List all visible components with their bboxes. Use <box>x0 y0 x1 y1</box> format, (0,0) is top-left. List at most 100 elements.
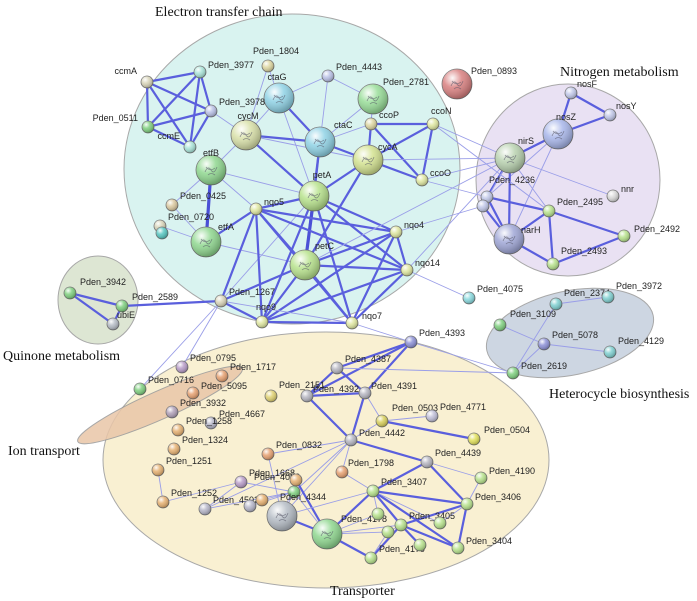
node-T_rmid[interactable] <box>413 538 427 552</box>
node-T_mid[interactable] <box>371 507 385 521</box>
node-nosY[interactable]: nosY <box>603 101 637 122</box>
node-label: Pden_1668 <box>249 468 295 478</box>
edge-Pden_0503-Pden_0504 <box>380 419 476 441</box>
node-ubiE[interactable]: ubiE <box>106 310 135 331</box>
node-Pden_0504[interactable]: Pden_0504 <box>467 425 530 446</box>
node-Pden_2589[interactable]: Pden_2589 <box>115 292 178 313</box>
node-Pden_5095[interactable]: Pden_5095 <box>186 381 247 400</box>
edge-Pden_2495-Pden_2492 <box>547 209 626 238</box>
edge-Pden_4393-Pden_4391 <box>363 340 413 395</box>
node-nosF[interactable]: nosF <box>564 79 598 100</box>
node-Pden_5078[interactable]: Pden_5078 <box>537 330 598 351</box>
node-nnr[interactable]: nnr <box>606 184 634 203</box>
node-nirS[interactable]: nirS <box>494 136 534 174</box>
node-label: Pden_2619 <box>521 361 567 371</box>
node-ccmA[interactable]: ccmA <box>115 66 154 89</box>
node-ctaG[interactable]: ctaG <box>263 72 295 114</box>
node-T_low[interactable] <box>381 525 395 539</box>
node-Pden_3406[interactable]: Pden_3406 <box>460 492 521 511</box>
node-Pden_4066[interactable]: Pden_4066 <box>254 472 301 499</box>
node-Pden_0716[interactable]: Pden_0716 <box>133 375 194 396</box>
node-Pden_2374[interactable]: Pden_2374 <box>549 288 610 311</box>
node-Pden_2493[interactable]: Pden_2493 <box>546 246 607 271</box>
node-nqo5[interactable]: nqo5 <box>249 197 284 216</box>
protein-structure-icon <box>366 95 380 105</box>
node-nqo9[interactable]: nqo9 <box>255 302 276 329</box>
node-T_orange[interactable] <box>289 473 303 487</box>
node-cycA[interactable]: cycA <box>352 142 398 176</box>
edge-Pden_4392-Pden_4442 <box>305 394 353 442</box>
node-Pden_1717[interactable]: Pden_1717 <box>215 362 276 383</box>
node-Pden_4129[interactable]: Pden_4129 <box>603 336 664 359</box>
node-Pden_3109[interactable]: Pden_3109 <box>493 309 556 332</box>
node-ccoO[interactable]: ccoO <box>415 168 451 187</box>
node-etfB[interactable]: etfB <box>195 148 227 186</box>
node-Pden_3405[interactable]: Pden_3405 <box>394 511 455 532</box>
node-ccoN[interactable]: ccoN <box>426 106 452 131</box>
node-Pden_2619[interactable]: Pden_2619 <box>506 361 567 380</box>
node-teal_dot[interactable] <box>155 226 169 240</box>
node-Pden_3404[interactable]: Pden_3404 <box>451 536 512 555</box>
node-Pden_4393[interactable]: Pden_4393 <box>404 328 465 349</box>
node-Pden_1668[interactable]: Pden_1668 <box>234 468 295 489</box>
cluster-electron-transfer-chain <box>123 13 461 325</box>
node-nqo7[interactable]: nqo7 <box>345 311 382 330</box>
node-Pden_4667[interactable]: Pden_4667 <box>204 409 265 430</box>
node-ccoP[interactable]: ccoP <box>364 110 399 131</box>
node-label: ccmE <box>158 131 181 141</box>
node-Pden_1324[interactable]: Pden_1324 <box>167 435 228 456</box>
node-Pden_4178[interactable]: Pden_4178 <box>311 514 387 550</box>
node-nqo4[interactable]: nqo4 <box>389 220 424 239</box>
node-Pden_3977[interactable]: Pden_3977 <box>193 60 254 79</box>
node-label: Pden_0716 <box>148 375 194 385</box>
node-Pden_1251[interactable]: Pden_1251 <box>151 456 212 477</box>
node-Pden_4502[interactable]: Pden_4502 <box>198 495 259 516</box>
node-Pden_4190[interactable]: Pden_4190 <box>474 466 535 485</box>
node-Pden_1804[interactable]: Pden_1804 <box>253 46 299 73</box>
node-Pden_0893[interactable]: Pden_0893 <box>441 66 517 100</box>
node-petC[interactable]: petC <box>289 241 335 281</box>
node-Pden_2492[interactable]: Pden_2492 <box>617 224 680 243</box>
node-nqo14[interactable]: nqo14 <box>400 258 440 277</box>
node-ccmE[interactable]: ccmE <box>158 131 197 154</box>
node-Pden_4387[interactable]: Pden_4387 <box>330 354 391 375</box>
node-Pden_1267[interactable]: Pden_1267 <box>214 287 275 308</box>
node-Pden_1252[interactable]: Pden_1252 <box>156 488 217 509</box>
node-Pden_0511[interactable]: Pden_0511 <box>93 113 155 134</box>
node-Pden_4392[interactable]: Pden_4392 <box>300 384 359 403</box>
node-Pden_4442[interactable]: Pden_4442 <box>344 428 405 447</box>
edge-Pden_3407-Pden_3406 <box>371 489 469 506</box>
node-Pden_2495[interactable]: Pden_2495 <box>542 197 603 218</box>
node-Pden_3942[interactable]: Pden_3942 <box>63 277 126 300</box>
node-ctaC[interactable]: ctaC <box>304 120 353 158</box>
node-Pden_4344[interactable]: Pden_4344 <box>266 492 326 532</box>
node-Pden_1798[interactable]: Pden_1798 <box>335 458 394 479</box>
node-T_orange2[interactable] <box>255 493 269 507</box>
node-Pden_3978[interactable]: Pden_3978 <box>204 97 265 118</box>
node-Pden_4439[interactable]: Pden_4439 <box>420 448 481 469</box>
node-Pden_3407[interactable]: Pden_3407 <box>366 477 427 498</box>
node-Pden_4075[interactable]: Pden_4075 <box>462 284 523 305</box>
node-etfA[interactable]: etfA <box>190 222 234 258</box>
node-nosZ[interactable]: nosZ <box>542 112 577 150</box>
node-Pden_3932[interactable]: Pden_3932 <box>165 398 226 419</box>
node-Pden_4179[interactable]: Pden_4179 <box>364 544 425 565</box>
node-Pden_0425[interactable]: Pden_0425 <box>165 191 226 212</box>
node-Pden_4771[interactable]: Pden_4771 <box>425 402 486 423</box>
node-Pden_2781[interactable]: Pden_2781 <box>357 77 429 115</box>
node-petA[interactable]: petA <box>298 170 331 212</box>
node-N_left[interactable] <box>476 199 490 213</box>
node-cycM[interactable]: cycM <box>230 111 262 151</box>
node-Pden_2151[interactable]: Pden_2151 <box>264 380 325 403</box>
node-Pden_4443[interactable]: Pden_4443 <box>321 62 382 83</box>
node-label: Pden_3406 <box>475 492 521 502</box>
node-T_right[interactable] <box>433 516 447 530</box>
node-Pden_0503[interactable]: Pden_0503 <box>375 403 438 428</box>
node-narH[interactable]: narH <box>493 223 541 255</box>
node-Pden_3972[interactable]: Pden_3972 <box>601 281 662 304</box>
node-Pden_4391[interactable]: Pden_4391 <box>358 381 417 400</box>
node-T_purple[interactable] <box>243 499 257 513</box>
node-Pden_0795[interactable]: Pden_0795 <box>175 353 236 374</box>
node-Pden_0832[interactable]: Pden_0832 <box>261 440 322 461</box>
node-Pden_1258[interactable]: Pden_1258 <box>171 416 232 437</box>
